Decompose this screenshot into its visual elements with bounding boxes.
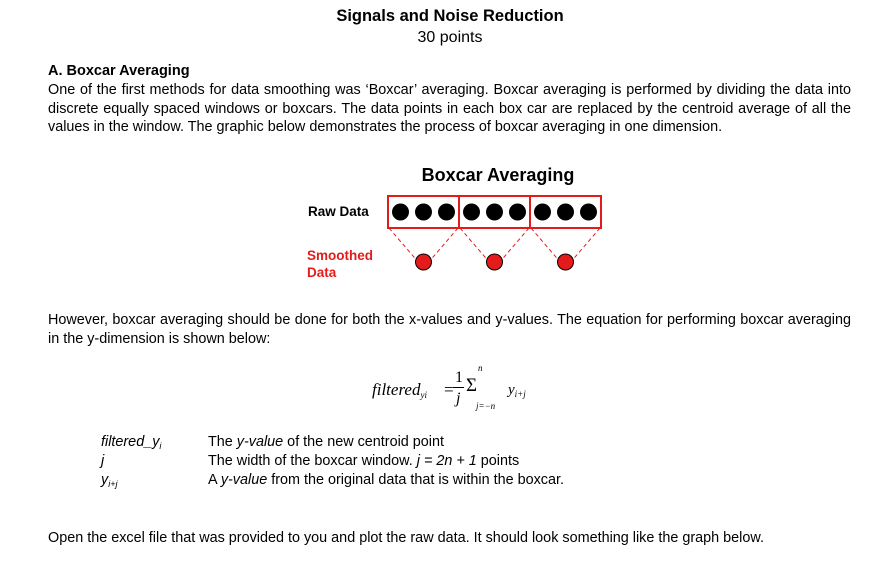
raw-data-point <box>557 203 574 221</box>
definition-term-j: j <box>101 453 105 469</box>
boxcar-diagram <box>387 195 602 271</box>
smoothed-data-point <box>415 253 432 271</box>
smoothed-data-point <box>486 253 503 271</box>
points-subtitle: 30 points <box>417 29 483 46</box>
smoothed-data-point <box>557 253 574 271</box>
boxcar-guide-left <box>530 227 559 261</box>
equation-fraction-bar <box>453 387 464 388</box>
section-a-paragraph: One of the first methods for data smooth… <box>48 82 851 135</box>
definition-term-filtered: filtered_yi <box>101 434 162 451</box>
equation-equals: = <box>444 380 454 399</box>
equation-fraction-numerator: 1 <box>455 369 463 386</box>
boxcar-guide-left <box>459 227 488 261</box>
equation-lhs: filteredyi <box>372 380 427 400</box>
boxcar-guide-left <box>388 227 417 261</box>
raw-data-point <box>463 203 480 221</box>
boxcar-guide-right <box>430 227 459 261</box>
equation-term: yi+j <box>508 382 526 399</box>
boxcar-equation: filteredyi = 1 j Σ n j=−n yi+j <box>372 363 572 424</box>
paragraph-excel-instructions: Open the excel file that was provided to… <box>48 530 764 546</box>
definition-desc-y: A y-value from the original data that is… <box>208 472 564 488</box>
equation-fraction-denominator: j <box>456 390 461 407</box>
raw-data-point <box>438 203 455 221</box>
equation-lower-limit: j=−n <box>476 401 496 411</box>
smoothed-label-line1: Smoothed <box>307 248 373 263</box>
raw-data-point <box>580 203 597 221</box>
definition-term-y: yi+j <box>101 472 118 489</box>
paragraph-equation-intro: However, boxcar averaging should be done… <box>48 312 851 347</box>
raw-data-point <box>509 203 526 221</box>
definition-desc-filtered: The y-value of the new centroid point <box>208 434 444 450</box>
raw-data-label: Raw Data <box>308 204 369 219</box>
section-a-heading: A. Boxcar Averaging <box>48 63 190 79</box>
equation-sigma: Σ <box>466 375 478 396</box>
raw-data-point <box>486 203 503 221</box>
boxcar-guide-right <box>501 227 530 261</box>
smoothed-data-label: Smoothed Data <box>307 247 373 281</box>
boxcar-guide-right <box>572 227 601 261</box>
figure-title: Boxcar Averaging <box>421 165 575 185</box>
raw-data-point <box>415 203 432 221</box>
boxcar-window <box>529 195 602 229</box>
equation-upper-limit: n <box>478 363 483 373</box>
raw-data-point <box>392 203 409 221</box>
definition-desc-j: The width of the boxcar window. j = 2n +… <box>208 453 520 469</box>
smoothed-label-line2: Data <box>307 265 337 280</box>
raw-data-point <box>534 203 551 221</box>
page-title: Signals and Noise Reduction <box>336 7 564 25</box>
